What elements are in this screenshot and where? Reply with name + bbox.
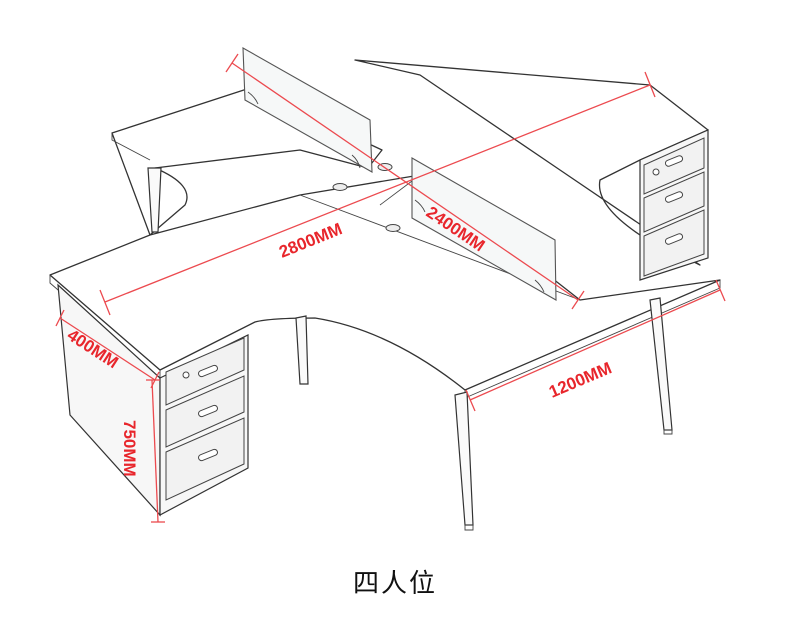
grommet-icon [385,224,401,232]
handle-icon [198,448,218,462]
pedestal-front-left [57,283,249,517]
caption-title: 四人位 [352,569,437,599]
drawer-2 [643,171,705,233]
privacy-screens [242,47,557,301]
dimension-lines [55,53,726,523]
grommet-icon [332,183,348,191]
desk-top [49,59,721,399]
screen-panel-back [242,47,373,173]
handle-icon [664,155,684,167]
handle-icon [198,404,218,418]
leg-back-left [147,167,162,233]
drawer-1 [643,137,705,195]
dim-label-750: 750MM [120,420,139,477]
leg-front [454,391,474,526]
screen-panel-front [411,157,557,301]
leg-right [649,297,673,431]
leg-center [295,315,309,385]
lock-icon [182,371,190,379]
handle-icon [198,364,218,378]
desk-legs [147,167,673,531]
handle-icon [664,191,684,203]
handle-icon [664,233,684,245]
pedestal-back-right [639,129,709,281]
drawer-3 [643,209,705,277]
dim-label-1200: 1200MM [546,358,614,401]
lock-icon [652,168,660,176]
